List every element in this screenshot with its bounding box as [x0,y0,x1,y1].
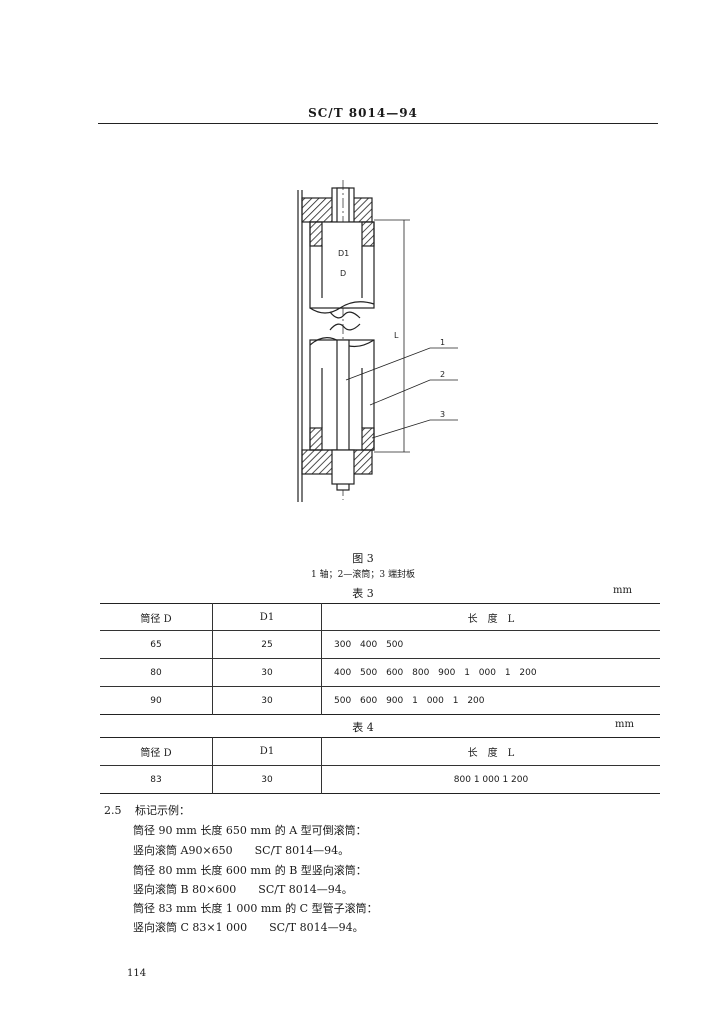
table3-cell-diameter: 90 [100,686,213,715]
d-label: D [340,269,346,278]
page-number: 114 [127,968,147,979]
length-label: L [394,331,399,340]
table3-header-diameter: 筒径 D [100,603,213,631]
example-line: 竖向滚筒 B 80×600 SC/T 8014—94。 [133,883,353,896]
table3-cell-diameter: 65 [100,630,213,659]
callout-1: 1 [440,338,445,347]
header-rule [98,123,658,124]
table4-header-d1: D1 [212,737,322,766]
table-row: 83 30 800 1 000 1 200 [100,765,660,794]
table3-header-length: 长 度 L [321,603,660,631]
table3: 筒径 D D1 长 度 L 65 25 300 400 500 80 30 40… [100,603,660,715]
table4: 筒径 D D1 长 度 L 83 30 800 1 000 1 200 [100,737,660,794]
callout-3: 3 [440,410,445,419]
table4-cell-lengths: 800 1 000 1 200 [453,774,529,785]
example-line: 竖向滚筒 A90×650 SC/T 8014—94。 [133,844,350,857]
d1-label: D1 [338,249,349,258]
document-code-header: SC/T 8014—94 [308,106,418,120]
table3-cell-lengths: 500 600 900 1 000 1 200 [334,695,485,706]
table4-cell-diameter: 83 [100,765,213,794]
table3-header-d1: D1 [212,603,322,631]
table3-cell-d1: 30 [212,658,322,687]
section-heading: 2.5 标记示例： [104,802,190,818]
table-row: 90 30 500 600 900 1 000 1 200 [100,686,660,715]
table3-cell-diameter: 80 [100,658,213,687]
table4-title: 表 4 [352,721,374,734]
table4-unit: mm [615,719,634,730]
table3-cell-d1: 25 [212,630,322,659]
example-line: 竖向滚筒 C 83×1 000 SC/T 8014—94。 [133,921,364,934]
figure-title: 图 3 [352,552,374,565]
example-line: 筒径 90 mm 长度 650 mm 的 A 型可倒滚筒： [133,824,367,837]
section-number: 2.5 [104,804,122,817]
table3-cell-d1: 30 [212,686,322,715]
figure-legend: 1 轴；2—滚筒；3 端封板 [311,570,415,580]
example-line: 筒径 80 mm 长度 600 mm 的 B 型竖向滚筒： [133,864,367,877]
table3-cell-lengths: 300 400 500 [334,639,404,650]
callout-2: 2 [440,370,445,379]
roller-assembly-drawing: D1 D L 1 2 3 [297,180,458,502]
table-row: 65 25 300 400 500 [100,630,660,659]
example-line: 筒径 83 mm 长度 1 000 mm 的 C 型管子滚筒： [133,902,378,915]
section-title: 标记示例： [135,804,190,817]
table3-unit: mm [613,585,632,596]
table4-header-diameter: 筒径 D [100,737,213,766]
table4-cell-d1: 30 [212,765,322,794]
table3-cell-lengths: 400 500 600 800 900 1 000 1 200 [334,667,537,678]
table4-header-length: 长 度 L [321,737,660,766]
table-row: 80 30 400 500 600 800 900 1 000 1 200 [100,658,660,687]
table3-title: 表 3 [352,587,374,600]
